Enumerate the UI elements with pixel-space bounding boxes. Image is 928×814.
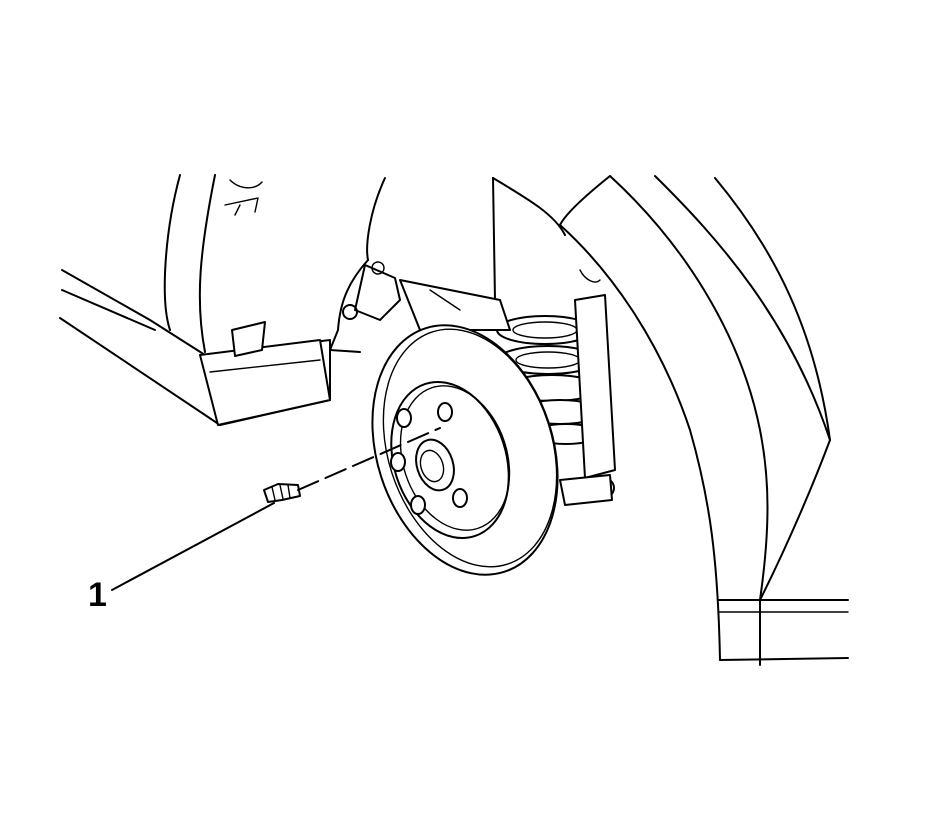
retainer-fastener — [263, 483, 301, 503]
callout-label-1: 1 — [88, 576, 107, 614]
inner-wheel-well — [329, 175, 611, 353]
installation-path-line — [297, 427, 441, 491]
shock-absorber — [559, 269, 616, 506]
left-body-panel — [59, 174, 331, 426]
callout-leader-line — [111, 502, 275, 591]
knuckle-bracket — [342, 261, 511, 331]
wheel-studs — [390, 402, 468, 515]
fender-arch — [559, 175, 849, 666]
